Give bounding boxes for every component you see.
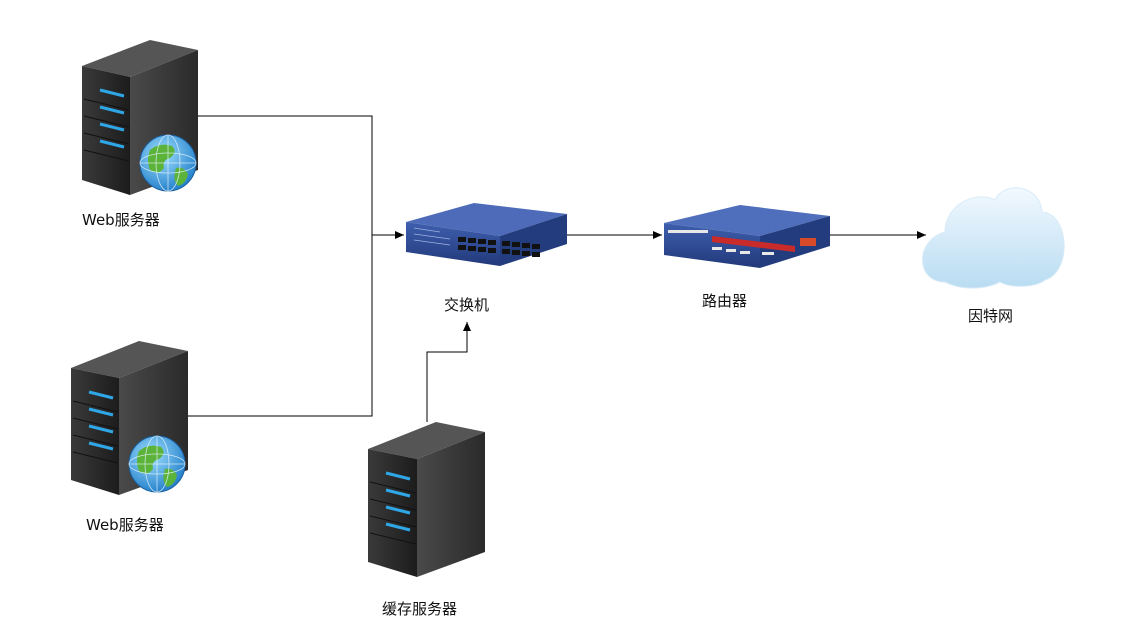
web-server-2-label: Web服务器 bbox=[86, 516, 164, 534]
internet-label: 因特网 bbox=[968, 307, 1014, 325]
switch-label: 交换机 bbox=[444, 296, 490, 314]
web-server-1-label: Web服务器 bbox=[82, 211, 160, 229]
cache-server-icon bbox=[368, 422, 485, 577]
web-server-2-icon bbox=[71, 341, 188, 495]
connectors bbox=[188, 115, 926, 422]
globe-icon bbox=[128, 435, 186, 493]
edge-cache-switch bbox=[426, 322, 471, 422]
cloud-icon bbox=[922, 187, 1065, 289]
router-label: 路由器 bbox=[702, 292, 748, 310]
edge-web1-switch bbox=[198, 115, 373, 235]
web-server-1-icon bbox=[82, 40, 198, 195]
switch-icon bbox=[406, 203, 567, 266]
router-icon bbox=[664, 205, 830, 268]
edge-web2-switch bbox=[188, 235, 373, 417]
globe-icon bbox=[139, 134, 197, 192]
cache-server-label: 缓存服务器 bbox=[382, 600, 458, 618]
